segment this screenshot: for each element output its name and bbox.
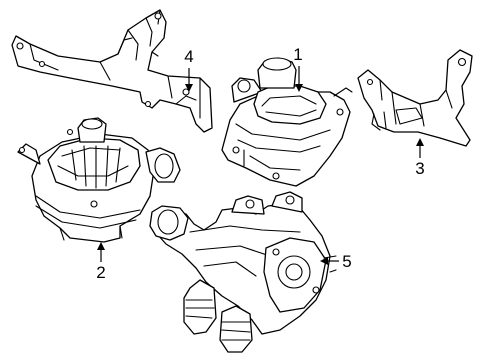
callout-3-label: 3 — [415, 159, 424, 178]
valve-part-5 — [149, 191, 337, 353]
callout-5: 5 — [320, 252, 352, 271]
callout-5-label: 5 — [342, 252, 351, 271]
pump-part-1 — [221, 57, 353, 187]
bracket-part-3 — [357, 49, 473, 147]
callout-1-label: 1 — [293, 45, 302, 64]
callout-3: 3 — [415, 138, 425, 178]
pump-part-2 — [17, 117, 181, 243]
callout-2: 2 — [96, 242, 106, 282]
callout-1: 1 — [293, 45, 303, 92]
callout-2-label: 2 — [96, 263, 105, 282]
callout-4-label: 4 — [184, 47, 193, 66]
bracket-part-4 — [11, 9, 213, 133]
callout-4: 4 — [184, 47, 194, 92]
